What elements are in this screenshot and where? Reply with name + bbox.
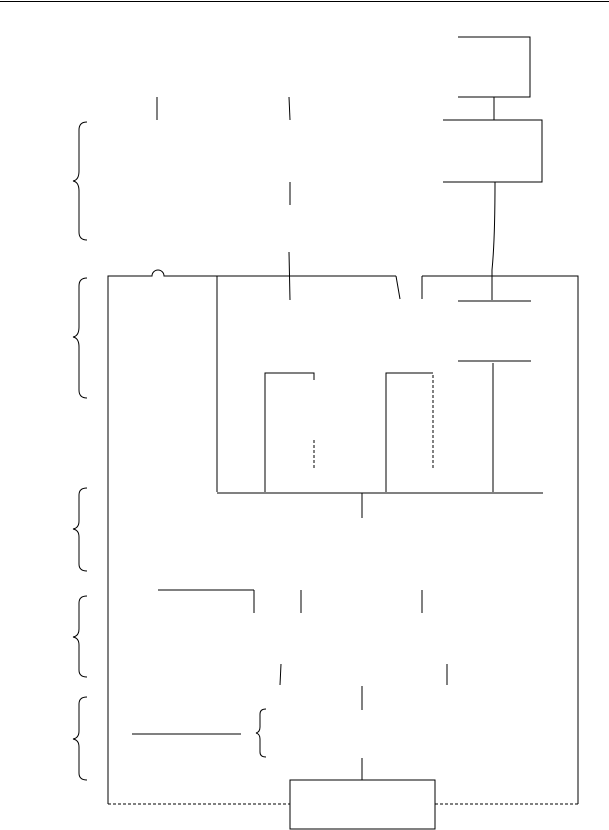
feedback-loop-right-top bbox=[422, 275, 579, 804]
second-right-box bbox=[443, 119, 543, 183]
bottom-box bbox=[289, 779, 436, 830]
left-brace-1-shape bbox=[72, 121, 88, 241]
arrow-top-2 bbox=[288, 96, 291, 121]
line-box2-to-merge bbox=[491, 181, 496, 271]
bracket-right-inner bbox=[385, 372, 433, 492]
left-brace-2 bbox=[72, 277, 88, 399]
left-brace-4 bbox=[72, 595, 88, 678]
tick-mark-left bbox=[279, 663, 282, 686]
arrow-branch-left bbox=[395, 275, 401, 300]
left-brace-3 bbox=[72, 487, 88, 572]
feedback-loop-left-top bbox=[107, 269, 396, 804]
inner-brace bbox=[255, 708, 267, 758]
bracket-left-inner bbox=[264, 372, 315, 492]
top-right-box bbox=[458, 36, 531, 98]
left-brace-5 bbox=[72, 696, 88, 781]
